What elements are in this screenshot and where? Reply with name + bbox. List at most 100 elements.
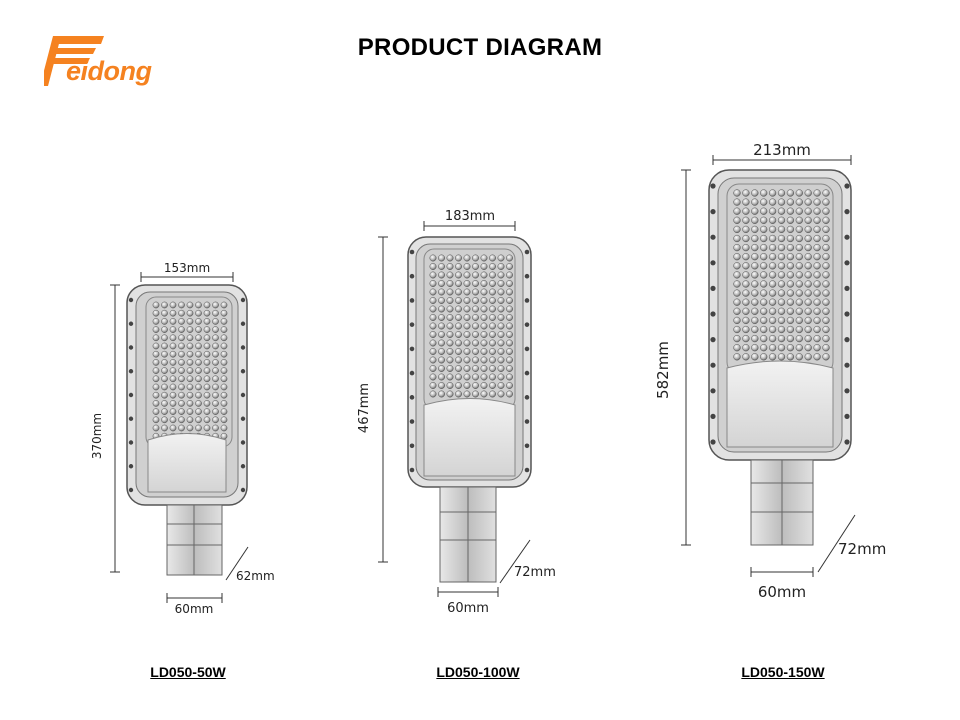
led-chip	[429, 305, 437, 313]
led-chip	[438, 365, 445, 372]
screw	[240, 487, 246, 493]
led-chip	[777, 289, 786, 297]
lamp-ld050-50w: 153mm 370mm 62mm 60mm	[90, 261, 275, 616]
led-chip	[813, 225, 821, 234]
led-chip	[480, 331, 488, 338]
led-chip	[186, 326, 194, 333]
led-chip	[472, 297, 479, 304]
led-chip	[203, 424, 211, 432]
screw	[844, 183, 850, 189]
led-chip	[751, 243, 759, 252]
led-chip	[733, 353, 741, 361]
led-chip	[760, 307, 768, 315]
screw	[524, 467, 530, 473]
screw	[844, 388, 850, 394]
dim-depth: 72mm	[838, 540, 886, 558]
led-chip	[455, 305, 462, 313]
led-chip	[497, 305, 505, 313]
led-chip	[804, 207, 812, 215]
led-chip	[804, 280, 812, 288]
led-chip	[786, 353, 795, 361]
screw	[128, 487, 134, 493]
led-chip	[786, 271, 795, 279]
led-chip	[489, 314, 496, 321]
screw	[409, 346, 415, 352]
led-chip	[480, 322, 488, 330]
led-chip	[220, 416, 228, 424]
led-chip	[480, 288, 488, 296]
led-chip	[480, 263, 488, 270]
led-chip	[822, 216, 830, 224]
screw	[524, 249, 530, 255]
led-chip	[742, 189, 750, 197]
led-chip	[786, 325, 795, 334]
led-chip	[733, 234, 741, 243]
led-chip	[178, 408, 185, 415]
screw	[128, 392, 134, 398]
led-chip	[220, 326, 228, 333]
led-chip	[795, 262, 803, 270]
led-chip	[506, 305, 513, 313]
led-chip	[497, 280, 505, 287]
led-chip	[472, 356, 479, 364]
led-chip	[813, 289, 821, 297]
led-chip	[169, 367, 177, 374]
led-chip	[161, 424, 168, 432]
led-chip	[480, 305, 488, 313]
led-chip	[161, 342, 168, 350]
lamp-lens	[726, 360, 834, 448]
dim-depth: 72mm	[514, 565, 556, 580]
led-chip	[822, 253, 830, 261]
led-chip	[768, 334, 777, 343]
led-chip	[161, 301, 168, 309]
led-chip	[768, 234, 777, 243]
led-chip	[768, 253, 777, 261]
led-chip	[178, 301, 185, 309]
led-chip	[195, 375, 202, 383]
led-chip	[438, 280, 445, 287]
led-chip	[446, 314, 454, 321]
led-chip	[438, 254, 445, 262]
led-chip	[480, 382, 488, 389]
led-chip	[751, 353, 759, 361]
led-chip	[178, 416, 185, 424]
lamp-ld050-100w: 183mm 467mm 72mm 60mm	[357, 209, 556, 616]
led-chip	[489, 280, 496, 287]
led-chip	[786, 225, 795, 234]
led-chip	[760, 243, 768, 252]
led-chip	[463, 254, 471, 262]
led-chip	[186, 301, 194, 309]
lamp-lens	[423, 398, 516, 477]
led-chip	[446, 288, 454, 296]
led-chip	[429, 373, 437, 381]
led-chip	[506, 288, 513, 296]
led-chip	[178, 334, 185, 342]
led-chip	[804, 316, 812, 325]
led-chip	[795, 289, 803, 297]
led-chip	[751, 207, 759, 215]
led-chip	[446, 365, 454, 372]
led-chip	[169, 318, 177, 325]
led-chip	[161, 391, 168, 399]
led-chip	[186, 318, 194, 325]
led-chip	[786, 289, 795, 297]
screw	[524, 395, 530, 400]
led-chip	[795, 253, 803, 261]
led-chip	[777, 234, 786, 243]
screw	[710, 311, 716, 317]
led-chip	[472, 254, 479, 262]
led-chip	[786, 189, 795, 197]
led-chip	[813, 298, 821, 306]
led-chip	[178, 424, 185, 432]
led-chip	[804, 234, 812, 243]
screw	[524, 443, 530, 449]
led-chip	[742, 280, 750, 288]
led-chip	[212, 350, 219, 358]
screw	[409, 298, 415, 303]
led-chip	[506, 271, 513, 279]
led-chip	[822, 325, 830, 334]
led-chip	[203, 334, 211, 342]
led-chip	[506, 382, 513, 389]
led-chip	[152, 424, 160, 432]
led-chip	[169, 383, 177, 391]
